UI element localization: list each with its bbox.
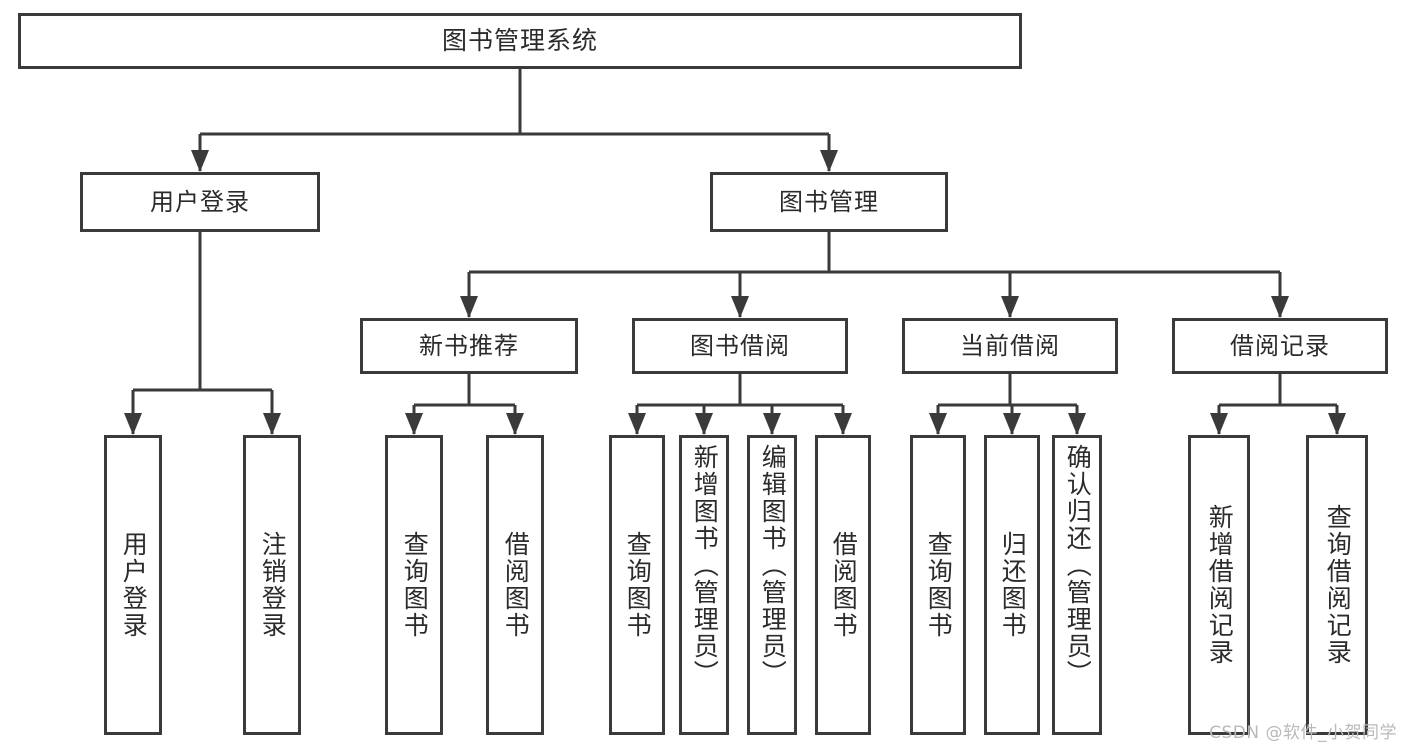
node-level3-1[interactable]: 图书借阅 (632, 318, 848, 374)
node-leaf-0[interactable]: 用户登录 (104, 435, 162, 735)
node-leaf-2[interactable]: 查询图书 (385, 435, 443, 735)
node-level3-2[interactable]: 当前借阅 (902, 318, 1118, 374)
node-level2-1[interactable]: 图书管理 (710, 172, 948, 232)
node-leaf-7[interactable]: 借阅图书 (815, 435, 871, 735)
node-leaf-11[interactable]: 新增借阅记录 (1188, 435, 1250, 735)
node-level2-0[interactable]: 用户登录 (80, 172, 320, 232)
node-leaf-9[interactable]: 归还图书 (984, 435, 1040, 735)
node-leaf-1[interactable]: 注销登录 (243, 435, 301, 735)
node-leaf-4[interactable]: 查询图书 (609, 435, 665, 735)
node-leaf-6[interactable]: 编辑图书（管理员） (747, 435, 797, 735)
watermark: CSDN @软件_小贺同学 (1209, 723, 1397, 743)
node-leaf-12[interactable]: 查询借阅记录 (1306, 435, 1368, 735)
node-leaf-10[interactable]: 确认归还（管理员） (1052, 435, 1102, 735)
node-level3-3[interactable]: 借阅记录 (1172, 318, 1388, 374)
node-leaf-5[interactable]: 新增图书（管理员） (679, 435, 729, 735)
node-root[interactable]: 图书管理系统 (18, 13, 1022, 69)
node-leaf-8[interactable]: 查询图书 (910, 435, 966, 735)
node-level3-0[interactable]: 新书推荐 (360, 318, 578, 374)
node-leaf-3[interactable]: 借阅图书 (486, 435, 544, 735)
